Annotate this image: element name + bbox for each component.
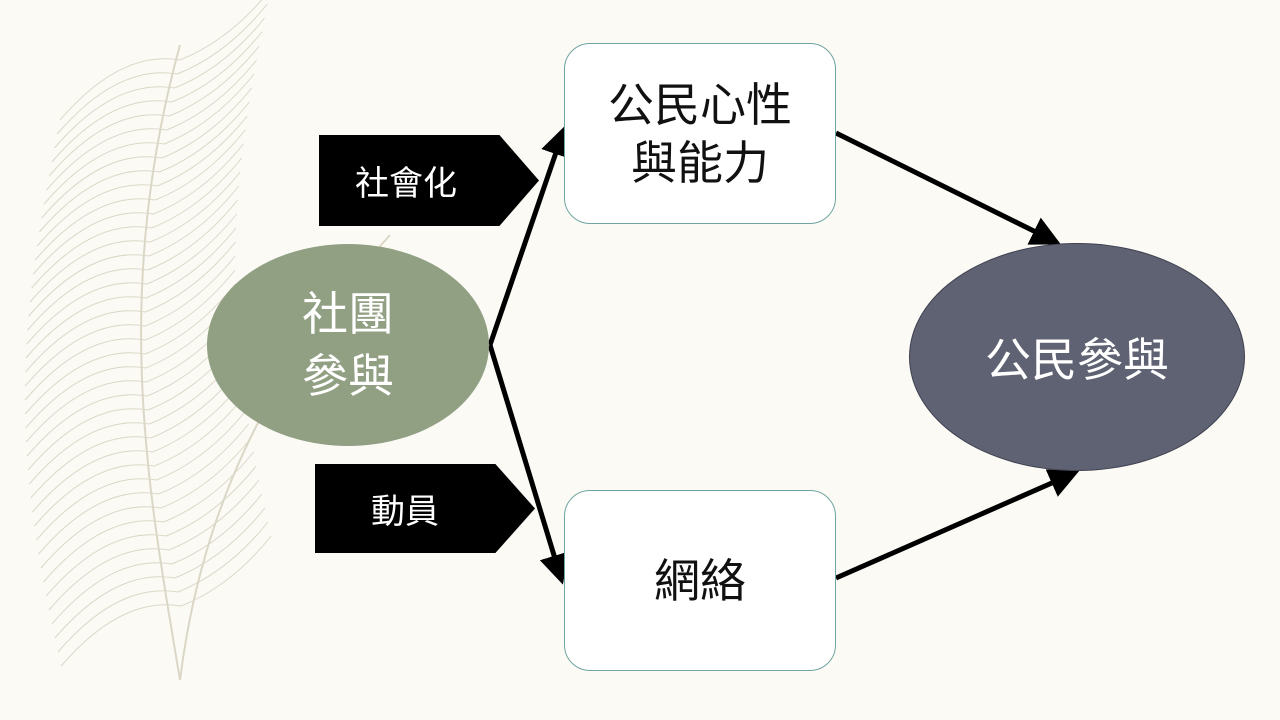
civic-participation-node: 公民參與 — [909, 243, 1245, 471]
mobilization-label: 動員 — [315, 464, 535, 553]
arrow-civic-skills-to-participation — [834, 130, 1061, 245]
arrow-network-to-participation — [834, 469, 1080, 581]
civic-skills-line2: 與能力 — [631, 135, 769, 190]
club-participation-node: 社團參與 — [207, 244, 489, 446]
civic-participation-text: 公民參與 — [985, 333, 1169, 387]
civic-skills-node: 公民心性與能力 — [564, 43, 836, 224]
civic-skills-line1: 公民心性 — [608, 77, 792, 132]
network-node: 網絡 — [564, 490, 836, 671]
arrow-club-to-network — [487, 344, 569, 585]
club-line2: 參與 — [302, 349, 394, 403]
network-text: 網絡 — [654, 553, 746, 608]
arrow-club-to-civic-skills — [487, 125, 570, 346]
mobilization-text: 動員 — [371, 492, 439, 532]
club-line1: 社團 — [302, 287, 394, 341]
socialization-label: 社會化 — [319, 135, 539, 226]
socialization-text: 社會化 — [355, 164, 457, 204]
